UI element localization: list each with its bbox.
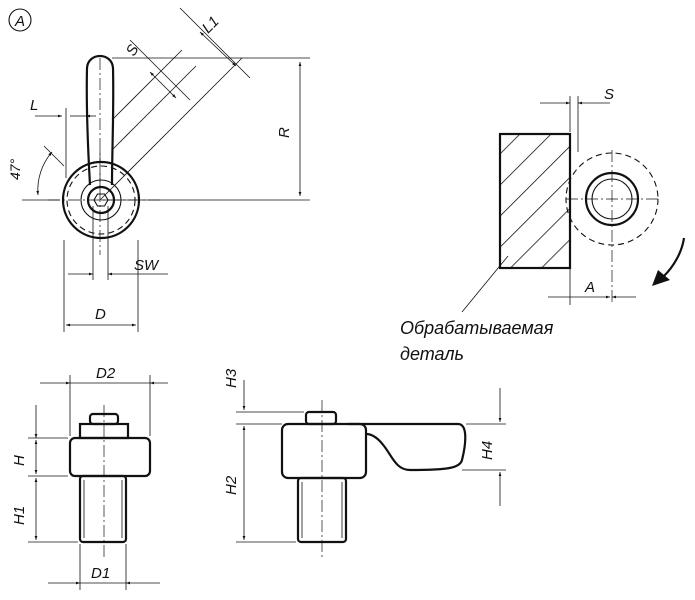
dim-l1: L1 [199, 13, 223, 37]
view-marker-label: A [14, 13, 25, 30]
dim-s-top: S [123, 42, 143, 59]
side-view [28, 375, 168, 590]
dim-d2: D2 [96, 365, 116, 382]
dim-h1: H1 [11, 506, 28, 525]
workpiece-view [461, 96, 686, 313]
dim-h2: H2 [223, 475, 240, 495]
workpiece-caption-line2: деталь [400, 344, 464, 364]
dim-l: L [30, 97, 38, 114]
dim-angle: 47° [7, 158, 23, 180]
view-marker: A [8, 8, 32, 32]
dim-d: D [95, 306, 106, 323]
dim-h3: H3 [223, 368, 240, 388]
side-view-lever [236, 380, 506, 560]
dim-h4: H4 [479, 441, 496, 460]
top-view [22, 7, 310, 332]
dim-r: R [276, 127, 293, 138]
dim-d1: D1 [91, 565, 110, 582]
dim-a: A [584, 279, 595, 296]
dim-sw: SW [134, 257, 160, 274]
dim-s-right: S [604, 86, 614, 103]
dim-h: H [11, 455, 28, 466]
workpiece-caption-line1: Обрабатываемая [400, 318, 554, 338]
